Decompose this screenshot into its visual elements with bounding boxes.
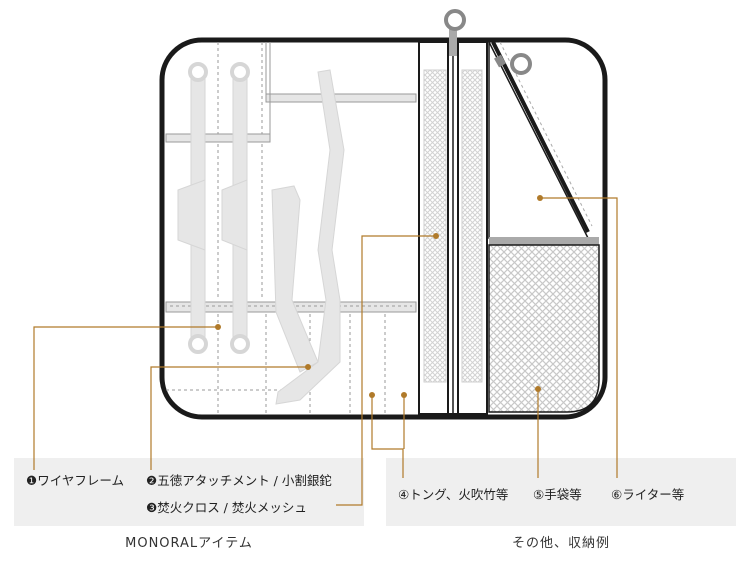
leader-gotoku	[150, 366, 308, 470]
group-title-monoral: MONORALアイテム	[125, 536, 253, 551]
monoral-panel	[14, 458, 364, 526]
label-wire-frame: ❶ワイヤフレーム	[26, 473, 124, 488]
group-title-other: その他、収納例	[511, 536, 610, 551]
leader-gloves-dot	[535, 386, 541, 392]
other-panel	[386, 458, 736, 526]
label-fire-cloth-mesh: ❸焚火クロス / 焚火メッシュ	[146, 500, 307, 515]
zipper-pull-icon	[444, 9, 466, 31]
leader-wire-frame-dot	[215, 324, 221, 330]
leader-lines	[33, 195, 618, 506]
label-gloves: ⑤手袋等	[533, 487, 582, 502]
leader-fire-cloth-dot	[433, 233, 439, 239]
right-compartment	[488, 41, 600, 413]
label-lighter: ⑥ライター等	[611, 487, 685, 502]
leader-lighter	[540, 197, 618, 478]
zipper-pull-right-icon	[510, 53, 532, 75]
label-gotoku-hatchet: ❷五徳アタッチメント / 小割銀鉈	[146, 473, 332, 488]
wire-frame-items	[177, 62, 345, 405]
leader-gotoku-dot	[305, 364, 311, 370]
leader-tongs-a	[371, 395, 404, 478]
zip-pocket	[418, 28, 488, 415]
leader-tongs-a-dot	[369, 392, 375, 398]
label-tongs: ④トング、火吹竹等	[398, 487, 509, 502]
leader-tongs-b-dot	[401, 392, 407, 398]
leader-lighter-dot	[537, 195, 543, 201]
leader-fire-cloth	[336, 235, 436, 506]
leader-wire-frame	[33, 326, 218, 470]
